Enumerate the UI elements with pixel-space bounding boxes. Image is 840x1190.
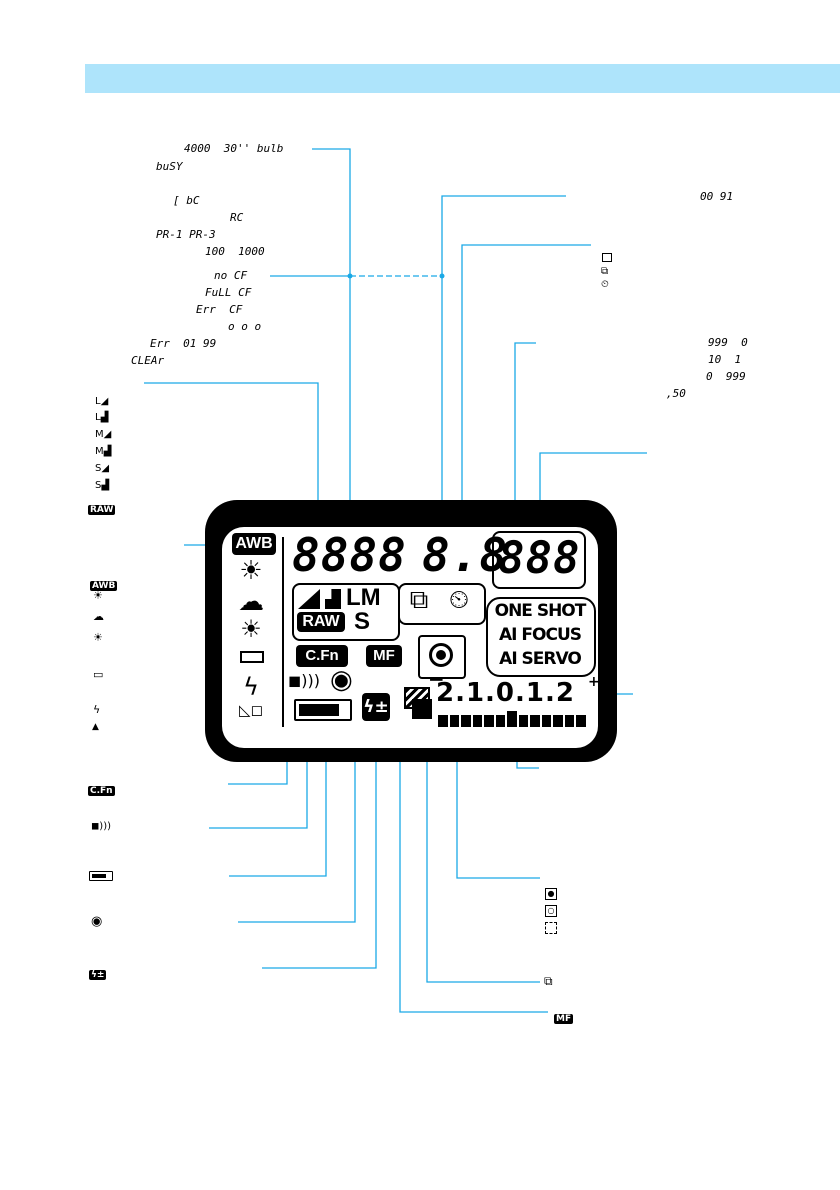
shots-text-1: 999 0 <box>708 336 748 349</box>
lcd-scale-bars <box>438 711 586 727</box>
lcd-flash-comp-icon: ϟ± <box>362 693 390 721</box>
shots-text-2: 10 1 <box>708 353 742 366</box>
quality-tag-1: L◢ <box>95 396 109 407</box>
center-weighted-icon <box>545 922 557 934</box>
lcd-continuous-icon: ⧉ <box>409 585 429 615</box>
lcd-panel: AWB ☀ ☁ ☀ ϟ ◺◻ 8888 8.8 888 LM RAW S ⧉ ⏲… <box>222 527 598 748</box>
lcd-cfn: C.Fn <box>296 645 348 667</box>
single-frame-icon <box>602 253 612 262</box>
aperture-values: 00 91 <box>700 190 734 203</box>
lcd-metering-frame <box>418 635 466 679</box>
cloudy-icon: ☁ <box>93 610 104 623</box>
quality-tag-5: S◢ <box>95 463 110 474</box>
shutter-text-5: PR-1 PR-3 <box>156 228 216 241</box>
quality-tag-2: L▟ <box>95 412 109 423</box>
evaluative-icon: ● <box>545 888 557 900</box>
cfn-label: C.Fn <box>88 786 115 796</box>
tungsten-icon: ☀ <box>93 631 103 644</box>
shutter-text-12: CLEAr <box>131 354 165 367</box>
lcd-cloudy-icon: ☁ <box>238 587 264 617</box>
lcd-af-one-shot: ONE SHOT <box>494 601 587 621</box>
lcd-af-frame <box>486 597 596 677</box>
lcd-tungsten-icon: ☀ <box>240 615 262 643</box>
shutter-text-11: Err 01 99 <box>150 337 217 350</box>
lcd-large-jpeg-icon <box>298 589 320 609</box>
lcd-metering-icon <box>429 643 453 667</box>
lcd-scale-plus: + <box>588 674 598 690</box>
continuous-icon: ⧉ <box>601 266 609 277</box>
wb-tag-awb: AWB <box>90 581 118 591</box>
lcd-scale-numbers: 2.1.0.1.2 <box>436 678 575 708</box>
shutter-text-4: RC <box>230 211 244 224</box>
lcd-scale-minus: − <box>428 667 445 691</box>
lcd-daylight-icon: ☀ <box>239 556 263 586</box>
shots-text-3: 0 999 <box>706 370 746 383</box>
lcd-beeper-icon: ◼))) <box>288 671 321 690</box>
daylight-icon: ☀ <box>93 589 103 602</box>
lcd-divider <box>282 537 284 727</box>
lcd-quality-lm: LM <box>346 584 381 611</box>
partial-icon: ○ <box>545 905 557 917</box>
shutter-text-1: 4000 30'' bulb <box>184 142 284 155</box>
lcd-quality-s: S <box>354 608 371 635</box>
shutter-text-10: o o o <box>228 320 262 333</box>
shutter-text-7: no CF <box>214 269 248 282</box>
lcd-af-ai-focus: AI FOCUS <box>499 625 582 645</box>
lcd-self-timer-icon: ⏲ <box>448 585 470 615</box>
mf-label: MF <box>554 1014 574 1024</box>
quality-tag-4: M▟ <box>95 446 112 457</box>
lcd-mf: MF <box>366 645 402 667</box>
lcd-counter-digits: 888 <box>498 533 581 584</box>
lcd-counter-frame <box>492 531 586 589</box>
lcd-fluorescent-icon <box>240 651 264 663</box>
shutter-text-6: 100 1000 <box>205 245 265 258</box>
lcd-awb: AWB <box>232 533 276 555</box>
lcd-shutter-digits: 8888 <box>292 528 407 582</box>
quality-tag-3: M◢ <box>95 429 112 440</box>
lcd-ae-lock-icon-2 <box>412 699 432 719</box>
metering-icons: ● ○ <box>545 888 557 934</box>
drive-icons: ⧉ ⏲ <box>601 252 615 290</box>
lcd-drive-frame <box>398 583 486 625</box>
beeper-icon: ◼))) <box>91 821 112 832</box>
lcd-quality-raw: RAW <box>297 612 345 632</box>
shutter-text-9: Err CF <box>196 303 243 316</box>
red-eye-icon: ◉ <box>91 914 103 929</box>
lcd-red-eye-icon: ◉ <box>330 665 353 695</box>
lcd-battery-icon <box>294 699 352 721</box>
shutter-text-3: [ bC <box>173 194 200 207</box>
lcd-custom-wb-icon: ◺◻ <box>239 701 263 719</box>
lcd-flash-icon: ϟ <box>243 673 259 701</box>
lcd-af-ai-servo: AI SERVO <box>499 649 582 669</box>
ae-lock-icon: ⧉ <box>544 974 553 988</box>
shots-text-4: ,50 <box>666 387 686 400</box>
quality-tag-raw: RAW <box>88 505 116 515</box>
custom-wb-icon: ▲ <box>92 722 99 732</box>
quality-tag-6: S▟ <box>95 480 110 491</box>
shutter-text-8: FuLL CF <box>205 286 252 299</box>
fluorescent-icon: ▭ <box>93 668 104 681</box>
self-timer-icon: ⏲ <box>601 279 609 290</box>
flash-comp-icon: ϟ± <box>89 970 107 980</box>
shutter-text-2: buSY <box>156 160 183 173</box>
header-bar <box>85 64 840 93</box>
battery-icon <box>89 871 113 881</box>
flash-icon: ϟ <box>93 703 101 716</box>
